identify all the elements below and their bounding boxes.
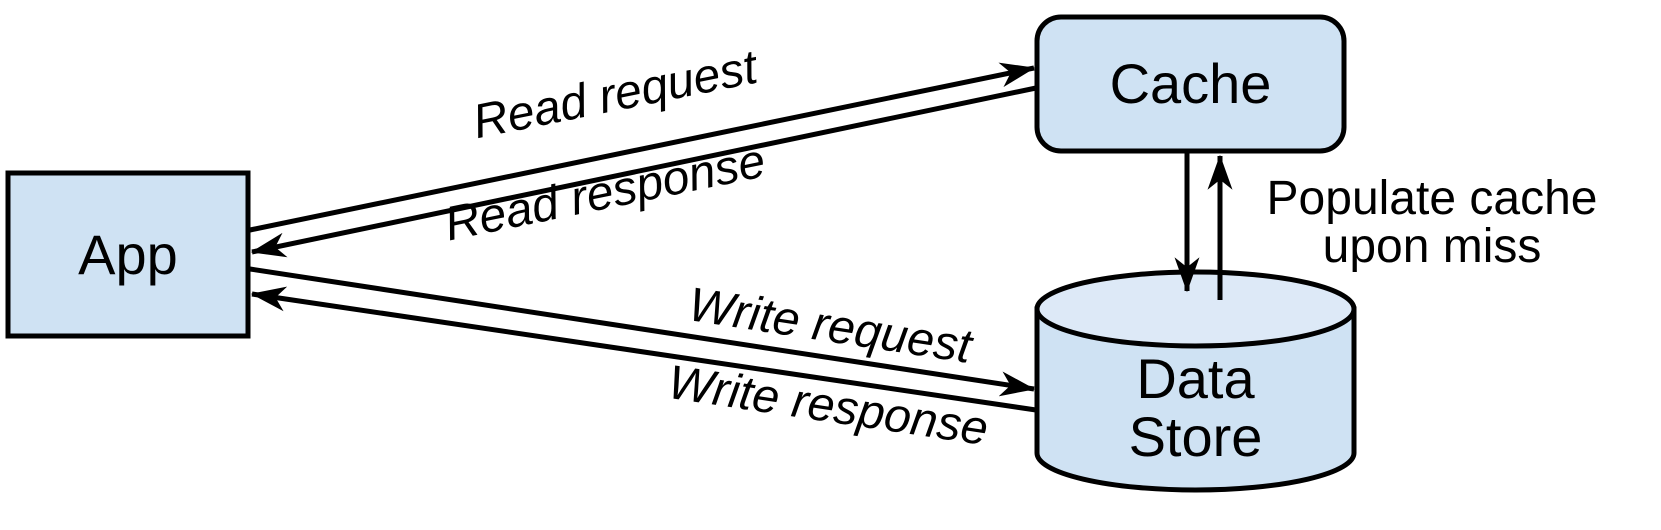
edge-read-response-arrow — [250, 85, 1037, 258]
edge-write-response-arrow — [250, 286, 1037, 413]
node-app-box — [5, 170, 251, 339]
edge-read-request-arrow — [249, 62, 1036, 233]
edge-write-request-arrow — [249, 266, 1036, 397]
node-cache-box — [1034, 14, 1347, 154]
node-datastore-cylinder-body — [1034, 306, 1357, 493]
node-datastore-cylinder-top — [1034, 269, 1357, 349]
